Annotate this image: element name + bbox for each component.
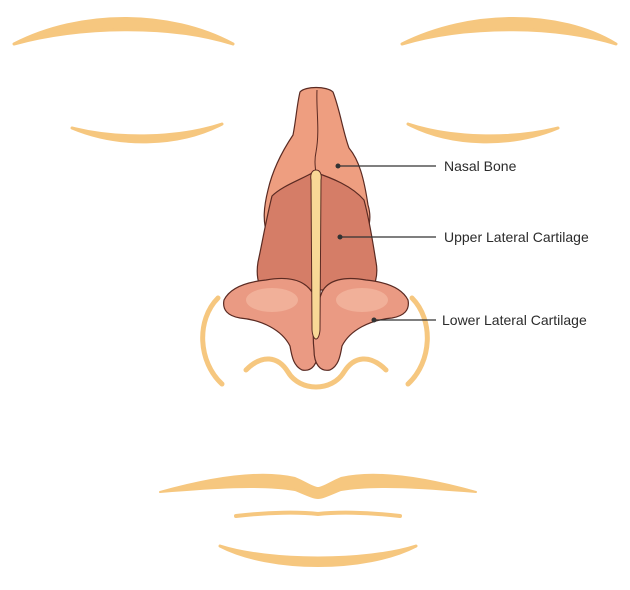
nasal-bone-pointer-dot: [336, 164, 341, 169]
right-cartilage-highlight: [336, 288, 388, 312]
right-closed-eye: [408, 124, 558, 142]
left-closed-eye: [72, 124, 222, 142]
mouth-line: [236, 513, 400, 516]
septum-strip: [311, 170, 322, 339]
lower-lateral-cartilage-label: Lower Lateral Cartilage: [442, 312, 587, 328]
right-eyebrow: [402, 19, 616, 45]
left-cartilage-highlight: [246, 288, 298, 312]
right-alar-crease: [408, 298, 427, 384]
nasal-bone-label: Nasal Bone: [444, 158, 516, 174]
upper-lateral-cartilage-label: Upper Lateral Cartilage: [444, 229, 589, 245]
left-alar-crease: [203, 298, 222, 384]
upper-cartilage-pointer-dot: [338, 235, 343, 240]
left-eyebrow: [14, 19, 233, 45]
upper-lip: [160, 475, 476, 498]
lower-cartilage-pointer-dot: [372, 318, 377, 323]
lower-lip: [220, 546, 416, 566]
